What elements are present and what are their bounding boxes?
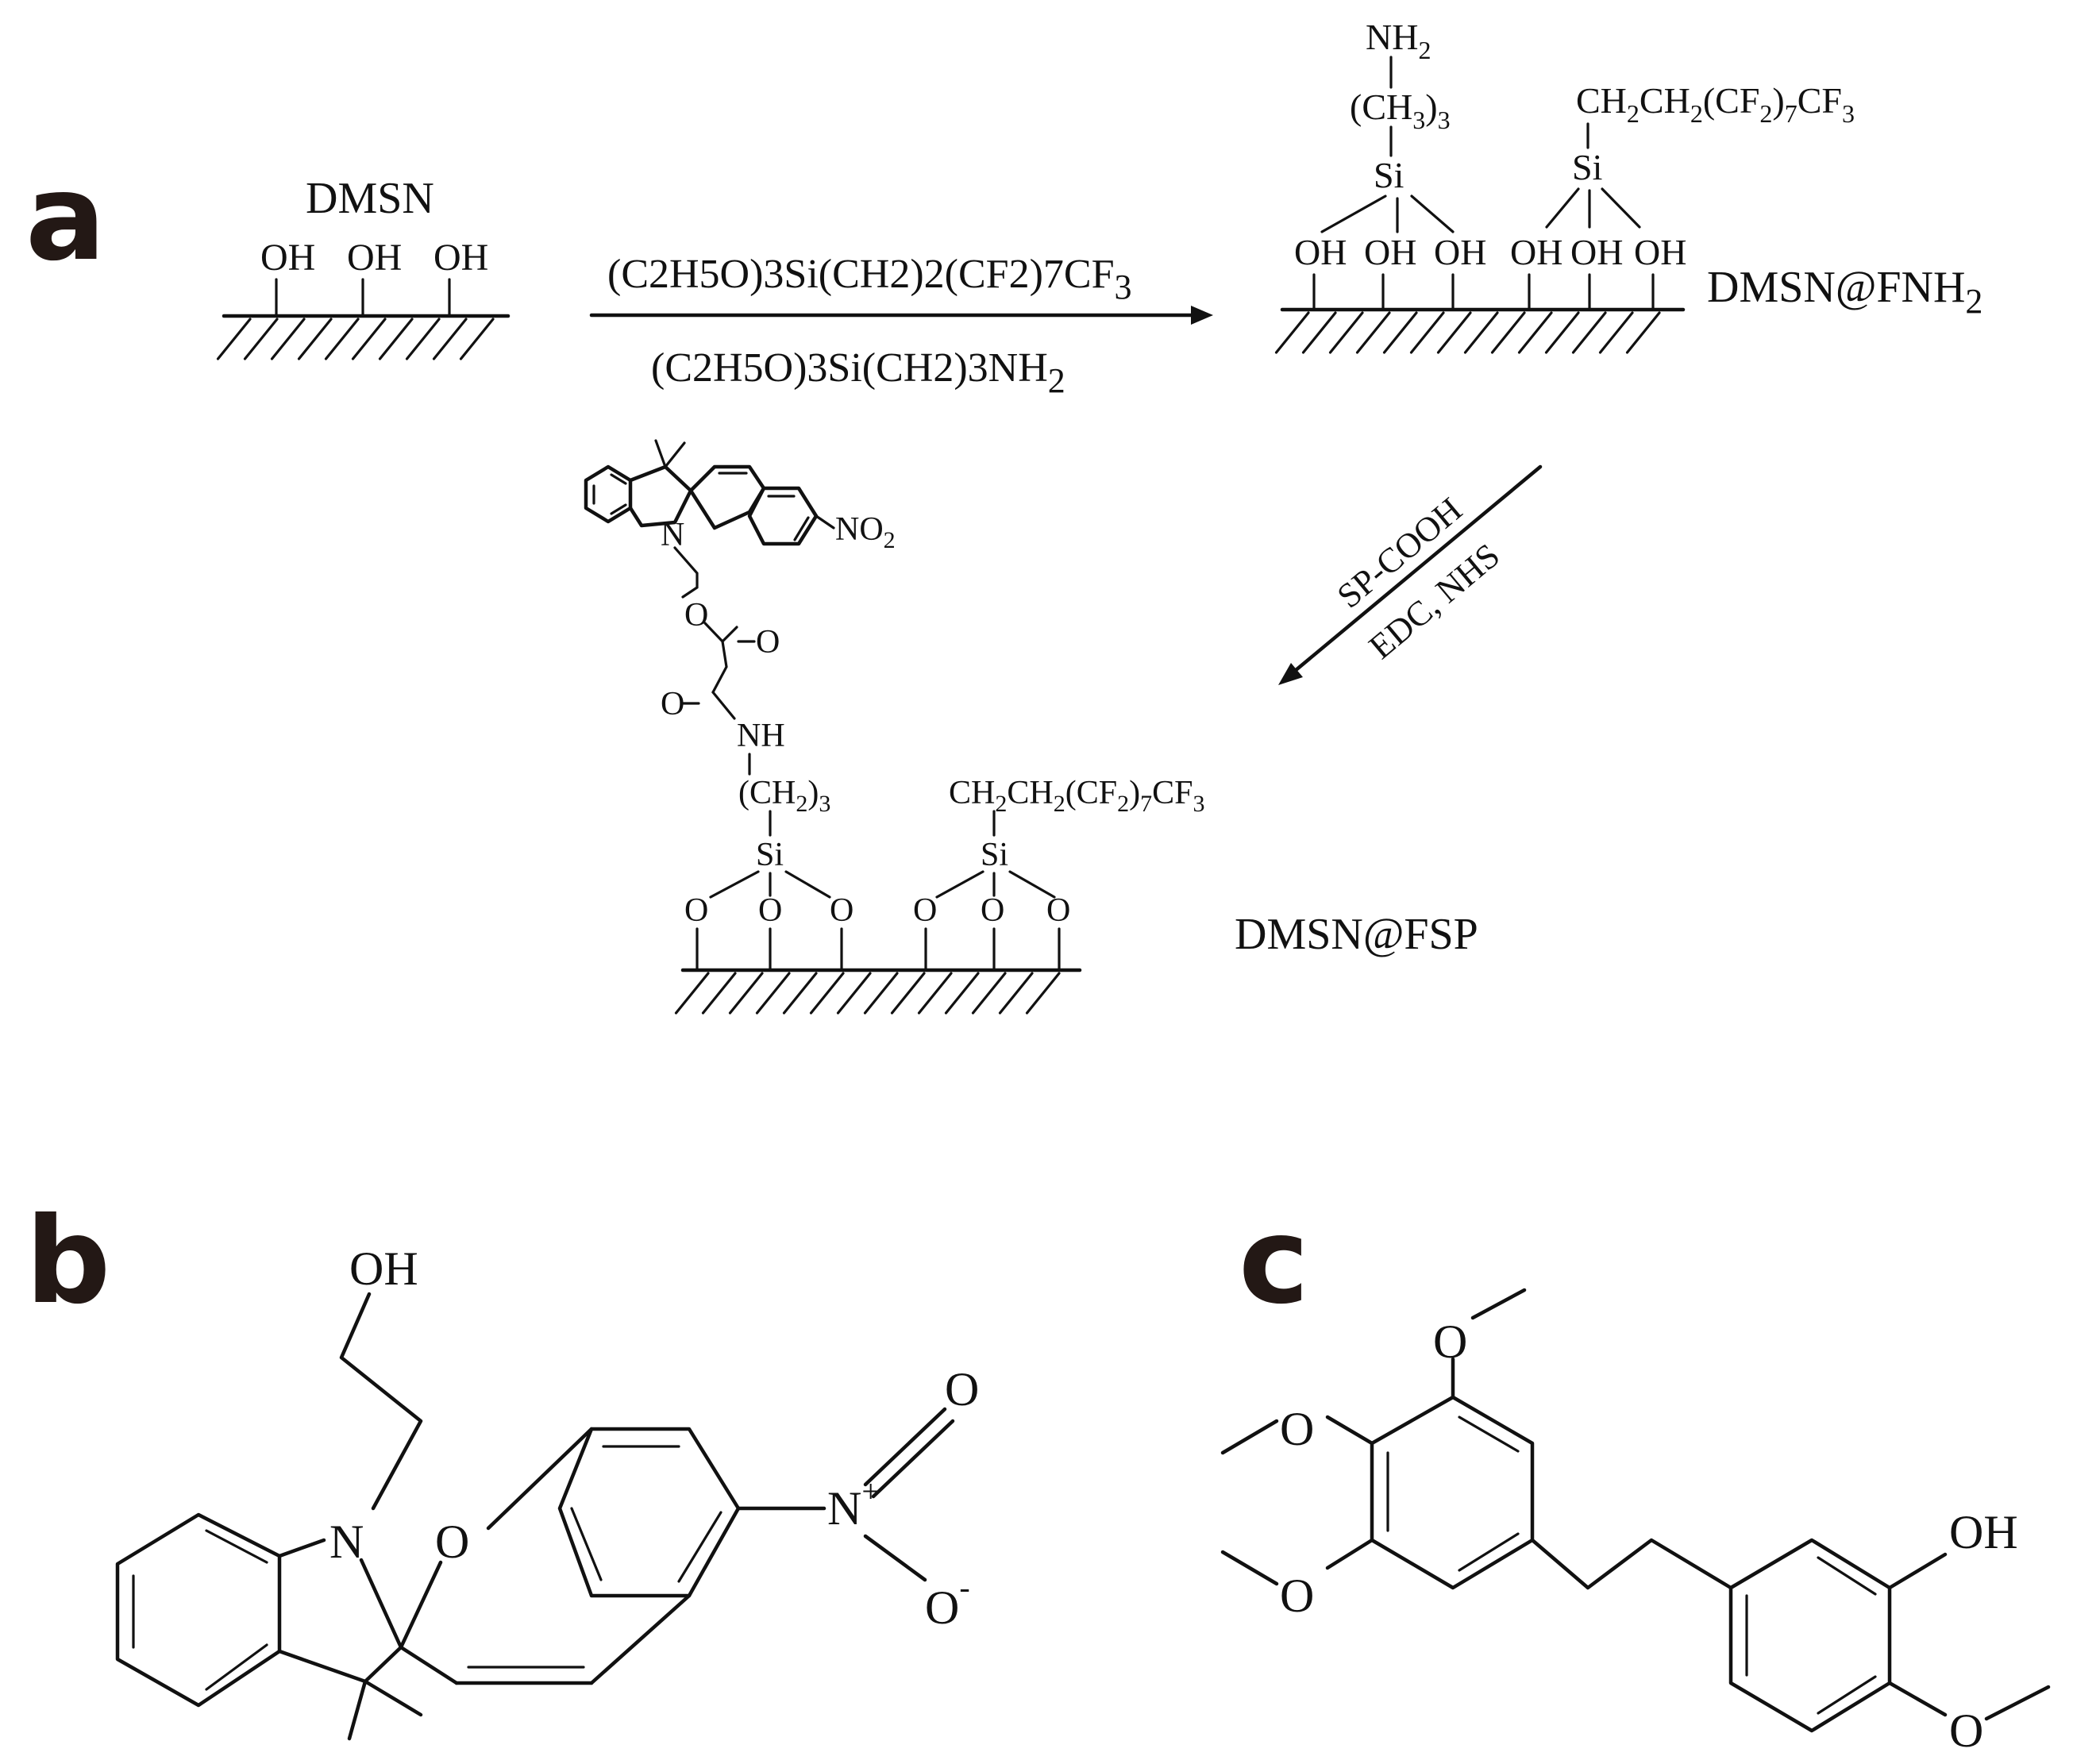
fsp-si-label-2: Si bbox=[981, 837, 1008, 873]
sp-n-label: N bbox=[661, 517, 684, 553]
panel-label-c: c bbox=[1239, 1192, 1309, 1331]
sp-ester-o: O bbox=[684, 597, 708, 634]
surface-hatch-line bbox=[1517, 311, 1553, 354]
b-n-label: N bbox=[329, 1516, 364, 1568]
surface-hatch-line bbox=[1409, 311, 1445, 354]
fsp-o-1: O bbox=[684, 892, 708, 929]
panel-label-a: a bbox=[25, 149, 106, 287]
fnh2-oh-1: OH bbox=[1294, 232, 1347, 272]
reaction-arrow-1 bbox=[589, 306, 1213, 325]
surface-hatch-line bbox=[216, 318, 252, 360]
fsp-o-3: O bbox=[830, 892, 853, 929]
surface-hatch-line bbox=[1328, 311, 1364, 354]
surface-hatch-line bbox=[324, 318, 360, 360]
fsp-o-5: O bbox=[981, 892, 1004, 929]
sp-no2-label: NO2 bbox=[835, 511, 896, 553]
fnh2-oh-5: OH bbox=[1570, 232, 1623, 272]
surface-hatch-line bbox=[728, 972, 764, 1015]
dmsn-surface: DMSN OH OH OH bbox=[216, 174, 511, 360]
dmsn-oh-2: OH bbox=[347, 237, 402, 279]
surface-hatch-line bbox=[1544, 311, 1580, 354]
fnh2-oh-2: OH bbox=[1364, 232, 1416, 272]
c-o-top: O bbox=[1433, 1315, 1467, 1368]
fnh2-oh-6: OH bbox=[1634, 232, 1686, 272]
panel-label-b: b bbox=[25, 1192, 110, 1331]
ch3-3-label: (CH3)3 bbox=[1350, 87, 1451, 134]
sp-ch2-3-label: (CH2)3 bbox=[738, 775, 830, 817]
surface-hatch-line bbox=[755, 972, 791, 1015]
sp-carbonyl-o-1: O bbox=[756, 624, 780, 661]
dmsn-label: DMSN bbox=[306, 174, 434, 223]
b-o-minus-label: O- bbox=[925, 1569, 970, 1634]
surface-hatch-line bbox=[1463, 311, 1499, 354]
surface-hatch-line bbox=[836, 972, 872, 1015]
surface-hatch-line bbox=[459, 318, 495, 360]
surface-hatch-line bbox=[297, 318, 333, 360]
surface-hatch-line bbox=[405, 318, 441, 360]
fnh2-oh-4: OH bbox=[1510, 232, 1562, 272]
dmsn-fnh2-surface: NH2 (CH3)3 Si CH2CH2(CF2)7CF3 Si OH OH O… bbox=[1274, 17, 1855, 354]
surface-hatch-line bbox=[809, 972, 845, 1015]
fluoro-chain-1: CH2CH2(CF2)7CF3 bbox=[1576, 80, 1855, 128]
sp-carbonyl-o-2: O bbox=[661, 686, 684, 722]
structure-c-bibenzyl: O O O OH O bbox=[1220, 1288, 2051, 1757]
spiropyran-grafted-structure: N NO2 O O O NH (CH2)3 Si CH2CH2(CF2)7CF3… bbox=[584, 439, 1204, 1015]
fsp-o-6: O bbox=[1046, 892, 1070, 929]
nh2-label: NH2 bbox=[1366, 17, 1431, 64]
surface-hatch-line bbox=[1025, 972, 1061, 1015]
surface-hatch-line bbox=[1436, 311, 1472, 354]
b-o-top-label: O bbox=[945, 1363, 979, 1415]
structure-b-spiropyran: OH N O N+ O O- bbox=[115, 1242, 979, 1741]
b-oh-label: OH bbox=[349, 1242, 418, 1295]
reagent-2: (C2H5O)3Si(CH2)3NH2 bbox=[651, 345, 1065, 400]
surface-hatch-line bbox=[1598, 311, 1634, 354]
c-o-right: O bbox=[1949, 1704, 1983, 1757]
surface-hatch-line bbox=[1382, 311, 1418, 354]
surface-hatch-line bbox=[674, 972, 710, 1015]
b-n-plus-label: N+ bbox=[827, 1473, 880, 1535]
surface-hatch-line bbox=[782, 972, 818, 1015]
surface-hatch-line bbox=[432, 318, 468, 360]
si-label-2: Si bbox=[1572, 147, 1602, 187]
reaction-arrow-2 bbox=[1278, 464, 1543, 685]
c-oh-label: OH bbox=[1949, 1506, 2018, 1558]
surface-hatch-line bbox=[1625, 311, 1661, 354]
surface-hatch-line bbox=[378, 318, 414, 360]
surface-hatch-line bbox=[351, 318, 387, 360]
surface-hatch-line bbox=[1274, 311, 1310, 354]
surface-hatch-line bbox=[971, 972, 1007, 1015]
surface-hatch-line bbox=[701, 972, 737, 1015]
surface-hatch-line bbox=[270, 318, 306, 360]
reagent-1: (C2H5O)3Si(CH2)2(CF2)7CF3 bbox=[607, 252, 1132, 306]
surface-hatch-line bbox=[890, 972, 926, 1015]
surface-hatch-line bbox=[243, 318, 279, 360]
fsp-o-4: O bbox=[913, 892, 937, 929]
product-dmsn-fsp: DMSN@FSP bbox=[1235, 910, 1478, 959]
surface-hatch-line bbox=[944, 972, 980, 1015]
sp-nh-label: NH bbox=[737, 718, 785, 754]
si-label-1: Si bbox=[1374, 155, 1404, 195]
product-dmsn-fnh2: DMSN@FNH2 bbox=[1707, 263, 1982, 321]
surface-hatch-line bbox=[917, 972, 953, 1015]
surface-hatch-line bbox=[998, 972, 1034, 1015]
surface-hatch-line bbox=[1355, 311, 1391, 354]
b-o-label: O bbox=[435, 1516, 469, 1568]
c-o-left-upper: O bbox=[1280, 1403, 1314, 1455]
fsp-fluoro-chain: CH2CH2(CF2)7CF3 bbox=[949, 775, 1204, 817]
dmsn-oh-3: OH bbox=[433, 237, 488, 279]
surface-hatch-line bbox=[1490, 311, 1526, 354]
fsp-si-label-1: Si bbox=[756, 837, 784, 873]
fsp-o-2: O bbox=[758, 892, 782, 929]
surface-hatch-line bbox=[1571, 311, 1607, 354]
c-o-left-lower: O bbox=[1280, 1569, 1314, 1622]
surface-hatch-line bbox=[863, 972, 899, 1015]
fnh2-oh-3: OH bbox=[1434, 232, 1486, 272]
surface-hatch-line bbox=[1301, 311, 1337, 354]
dmsn-oh-1: OH bbox=[260, 237, 315, 279]
